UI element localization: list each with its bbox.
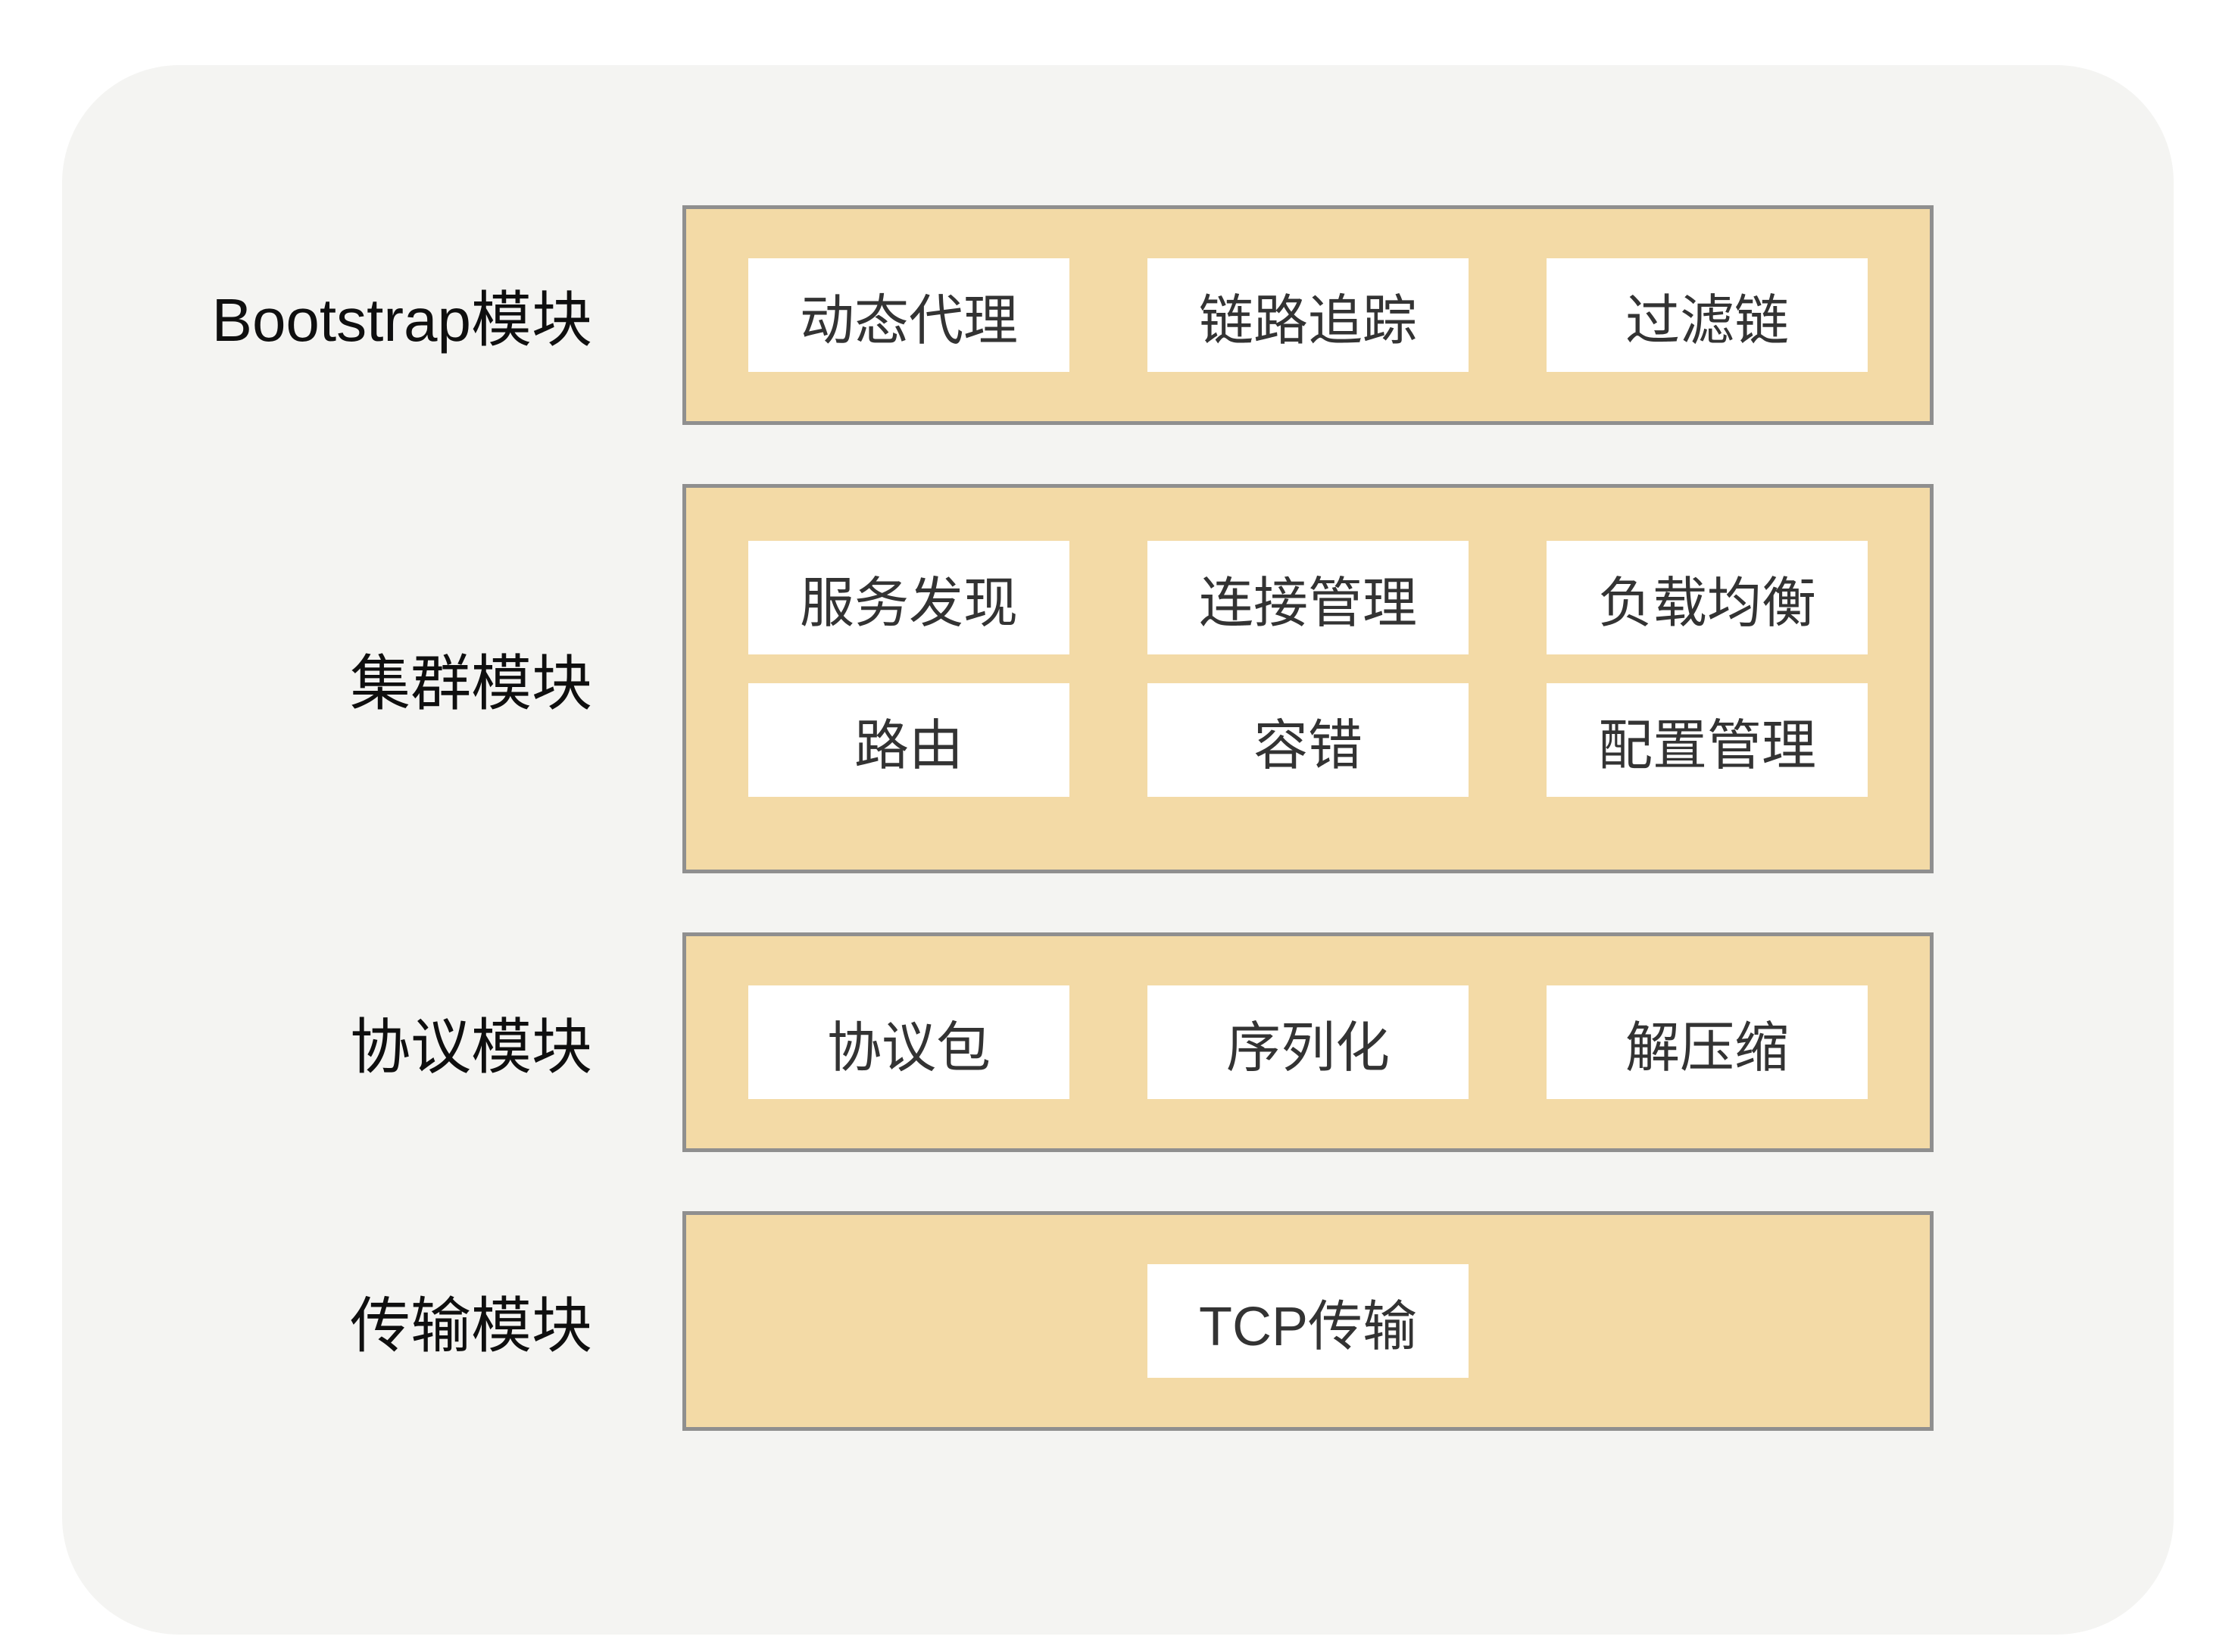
component-box-fault-tolerance: 容错 <box>1147 683 1469 797</box>
component-box-protocol-package: 协议包 <box>748 985 1069 1099</box>
band-transport-module: TCP传输 <box>682 1211 1934 1431</box>
component-box-link-tracing: 链路追踪 <box>1147 258 1469 372</box>
band-protocol-module: 协议包 序列化 解压缩 <box>682 932 1934 1152</box>
component-row: 动态代理 链路追踪 过滤链 <box>686 258 1930 372</box>
band-cluster-module: 服务发现 连接管理 负载均衡 路由 容错 配置管理 <box>682 484 1934 873</box>
component-row: TCP传输 <box>686 1264 1930 1378</box>
component-row: 服务发现 连接管理 负载均衡 <box>686 541 1930 654</box>
band-bootstrap-module: 动态代理 链路追踪 过滤链 <box>682 205 1934 425</box>
component-box-load-balancing: 负载均衡 <box>1547 541 1868 654</box>
module-label-cluster: 集群模块 <box>350 650 592 717</box>
component-row: 路由 容错 配置管理 <box>686 683 1930 797</box>
component-box-connection-management: 连接管理 <box>1147 541 1469 654</box>
component-box-service-discovery: 服务发现 <box>748 541 1069 654</box>
component-row: 协议包 序列化 解压缩 <box>686 985 1930 1099</box>
component-box-dynamic-proxy: 动态代理 <box>748 258 1069 372</box>
component-box-routing: 路由 <box>748 683 1069 797</box>
component-box-config-management: 配置管理 <box>1547 683 1868 797</box>
module-label-bootstrap: Bootstrap模块 <box>211 286 592 354</box>
module-label-protocol: 协议模块 <box>350 1013 592 1081</box>
module-label-transport: 传输模块 <box>350 1292 592 1360</box>
component-box-filter-chain: 过滤链 <box>1547 258 1868 372</box>
component-box-decompression: 解压缩 <box>1547 985 1868 1099</box>
component-box-serialization: 序列化 <box>1147 985 1469 1099</box>
component-box-tcp-transport: TCP传输 <box>1147 1264 1469 1378</box>
